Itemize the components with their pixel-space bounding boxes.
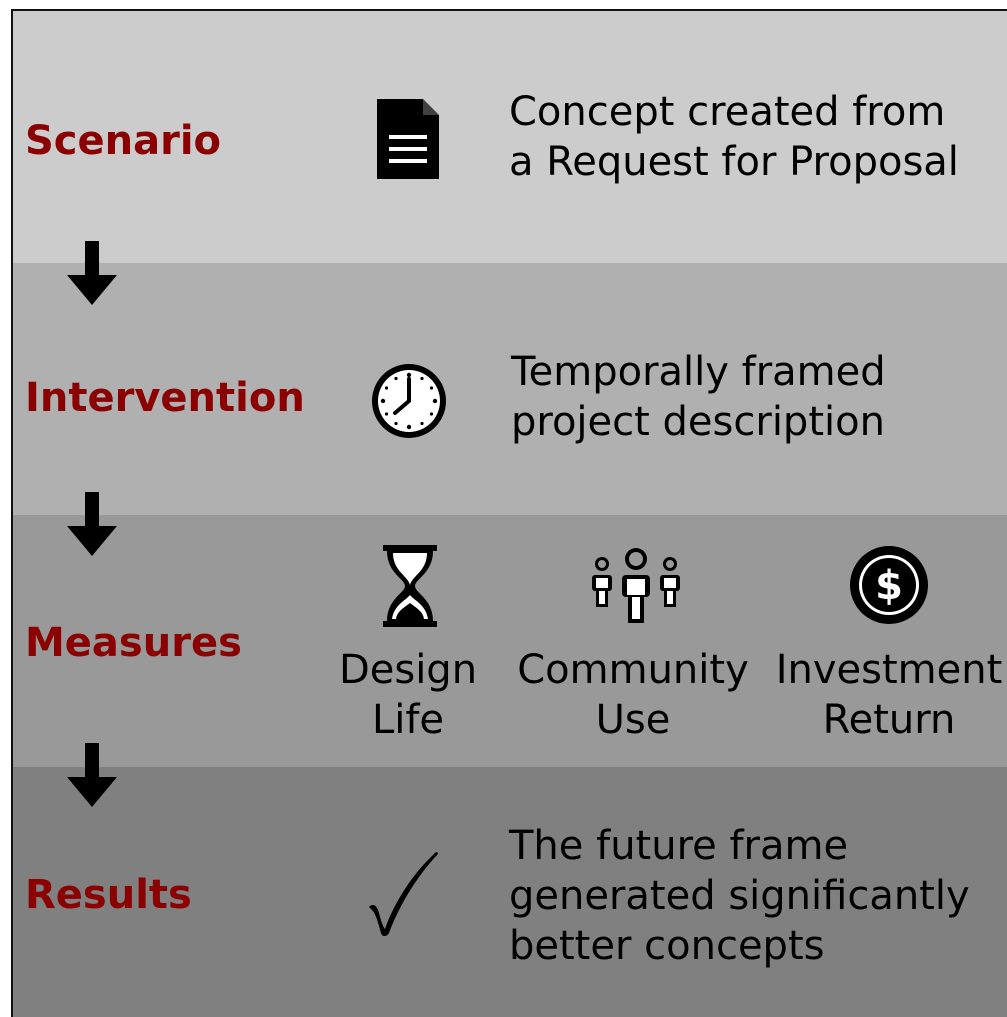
description-scenario: Concept created from a Request for Propo… — [509, 87, 959, 187]
down-arrow-icon — [65, 492, 119, 560]
measure-investment-return: Investment Return — [769, 645, 1007, 745]
label-measures: Measures — [25, 620, 242, 666]
measure-line: Design — [338, 647, 478, 693]
dollar-icon: $ — [849, 545, 929, 629]
down-arrow-icon — [65, 241, 119, 309]
measure-line: Use — [595, 697, 671, 743]
band-scenario — [13, 11, 1007, 263]
measure-line: Life — [371, 697, 445, 743]
measure-line: Community — [517, 647, 749, 693]
band-results — [13, 767, 1007, 1017]
measure-design-life: Design Life — [323, 645, 493, 745]
label-intervention: Intervention — [25, 375, 305, 421]
description-line: The future frame — [509, 823, 849, 869]
description-line: generated significantly — [509, 873, 970, 919]
checkmark-icon — [363, 849, 443, 943]
measure-community-use: Community Use — [503, 645, 763, 745]
description-line: project description — [511, 399, 885, 445]
down-arrow-icon — [65, 743, 119, 811]
description-line: a Request for Proposal — [509, 139, 959, 185]
measure-line: Investment — [775, 647, 1003, 693]
diagram-frame: Scenario Concept created from a Request … — [11, 9, 1007, 1017]
description-line: Concept created from — [509, 89, 946, 135]
band-intervention — [13, 263, 1007, 515]
band-measures — [13, 515, 1007, 767]
description-intervention: Temporally framed project description — [511, 347, 886, 447]
label-results: Results — [25, 872, 192, 918]
hourglass-icon — [381, 545, 439, 631]
document-icon — [377, 99, 439, 183]
people-icon — [589, 547, 683, 631]
description-line: Temporally framed — [511, 349, 886, 395]
label-scenario: Scenario — [25, 118, 222, 164]
svg-text:$: $ — [875, 563, 903, 609]
measure-line: Return — [822, 697, 956, 743]
clock-icon — [369, 361, 449, 445]
description-results: The future frame generated significantly… — [509, 821, 970, 971]
description-line: better concepts — [509, 923, 825, 969]
